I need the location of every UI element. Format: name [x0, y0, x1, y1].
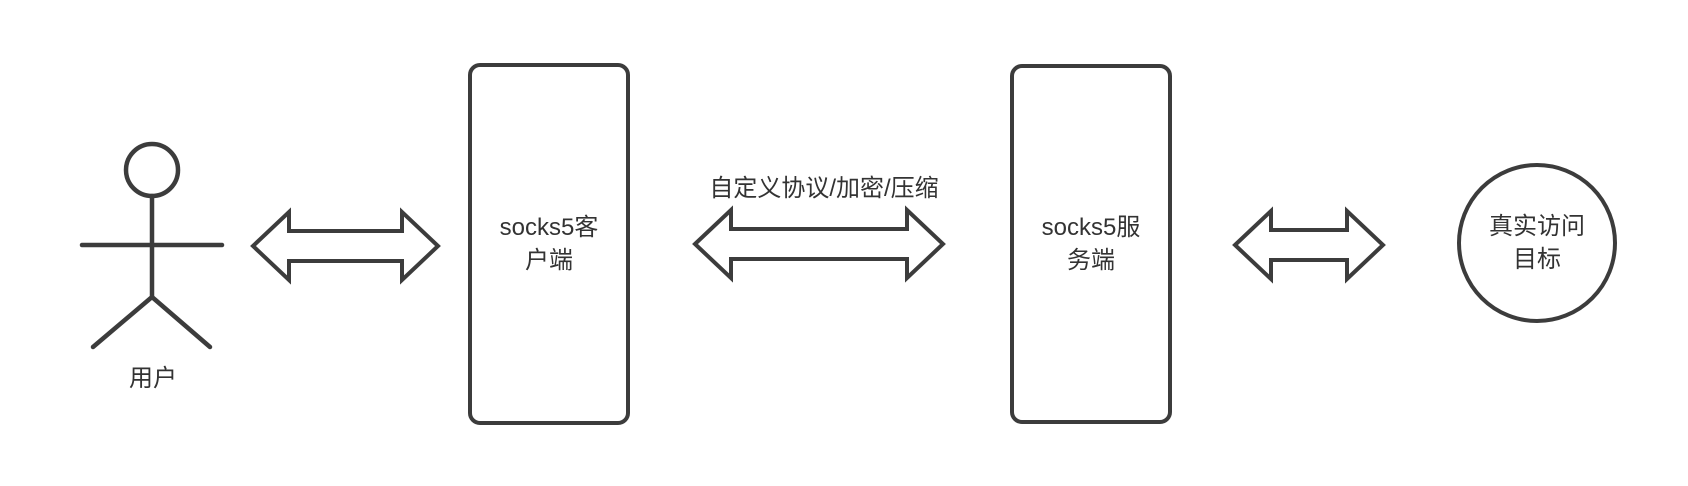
actor-head: [123, 141, 181, 199]
arrow-server-target-icon: [1232, 206, 1386, 284]
server-label: socks5服 务端: [1012, 66, 1170, 422]
user-label: 用户: [129, 365, 177, 392]
actor-legs: [90, 294, 213, 350]
client-server-edge-label: 自定义协议/加密/压缩: [709, 175, 939, 202]
user-actor-icon: [79, 141, 225, 350]
client-label: socks5客 户端: [470, 65, 628, 423]
target-label-line1: 真实访问: [1489, 213, 1585, 240]
client-label-line1: socks5客: [499, 214, 599, 241]
client-box: [468, 63, 630, 425]
server-label-line2: 务端: [1067, 247, 1115, 274]
server-label-line1: socks5服: [1041, 214, 1141, 241]
target-circle: [1457, 163, 1617, 323]
arrow-user-client-icon: [250, 207, 441, 285]
target-label-line2: 目标: [1513, 246, 1561, 273]
arrow-client-server-icon: [692, 205, 946, 283]
server-box: [1010, 64, 1172, 424]
client-label-line2: 户端: [525, 247, 573, 274]
target-label: 真实访问 目标: [1459, 165, 1615, 321]
